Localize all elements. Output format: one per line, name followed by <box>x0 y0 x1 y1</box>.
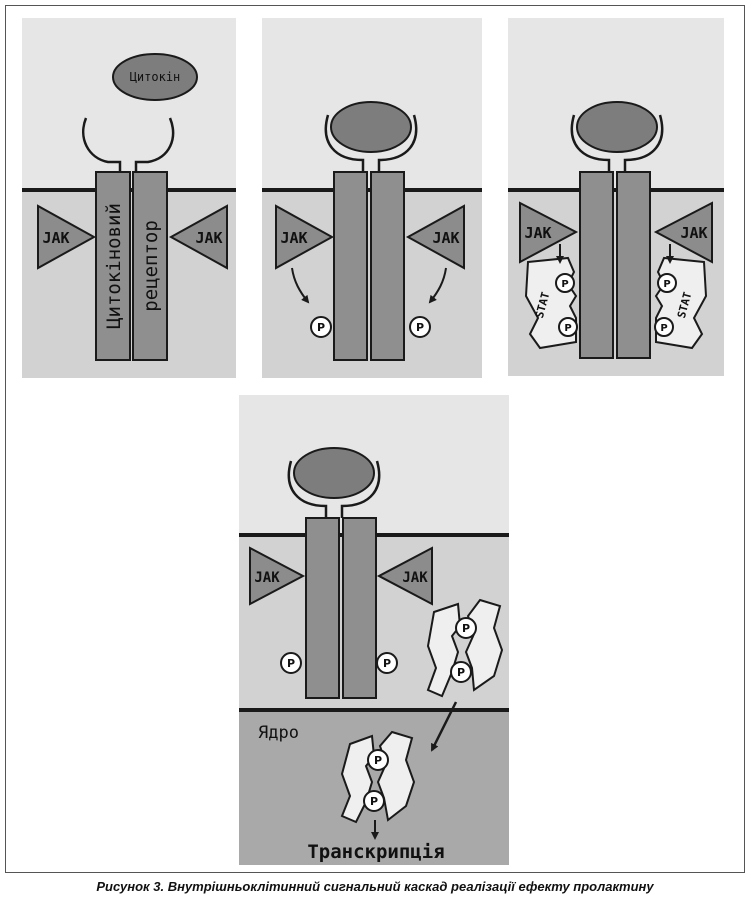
panel-4-dimer-phosphate-1 <box>455 617 477 639</box>
figure-caption: Рисунок 3. Внутрішньоклітинний сигнальни… <box>96 879 654 894</box>
jak-stat-diagram: Цитокін Цитокіновий рецептор JAK JAK JAK… <box>22 18 724 865</box>
panel-2-receptor-right <box>370 171 405 361</box>
panel-2-jak-left-label: JAK <box>280 229 307 247</box>
panel-1-receptor-left <box>95 171 131 361</box>
panel-1-receptor-arm-right <box>134 117 175 172</box>
panel-4-dimer-phosphate-2 <box>450 661 472 683</box>
panel-1-jak-left-label: JAK <box>42 229 69 247</box>
panel-1-extracellular <box>22 18 236 190</box>
panel-2-jak-left <box>275 204 335 270</box>
panel-1-jak-right <box>168 204 228 270</box>
panel-4-jak-left-label: JAK <box>254 570 280 586</box>
panel-4-cytokine <box>293 447 375 499</box>
panel-3-cytokine <box>576 101 658 153</box>
panel-4-phosphate-left-label: P <box>287 657 295 670</box>
panel-4-phosphate-right-label: P <box>383 657 391 670</box>
panel-3-receptor-right <box>616 171 651 359</box>
panel-2-arrow-right <box>428 267 447 304</box>
panel-3-phosphate-left-1-label: P <box>561 279 568 290</box>
panel-4-nuclear-phosphate-2-label: P <box>370 795 378 808</box>
panel-1-receptor-arm-left <box>81 117 122 172</box>
panel-4-receptor-right <box>342 517 377 699</box>
panel-3-phosphate-left-2 <box>558 317 578 337</box>
panel-3-phosphate-right-1 <box>657 273 677 293</box>
panel-1-receptor-right <box>132 171 168 361</box>
panel-3-receptor-left <box>579 171 614 359</box>
panel-3-phosphate-right-2-label: P <box>660 323 667 334</box>
panel-2-jak-right <box>405 204 465 270</box>
panel-3-jak-right-label: JAK <box>680 224 707 242</box>
transcription-label: Транскрипція <box>307 841 444 863</box>
panel-4-jak-left <box>249 546 306 606</box>
panel-1-jak-left <box>37 204 97 270</box>
panel-3-phosphate-right-1-label: P <box>663 279 670 290</box>
panel-2: JAK JAK P P <box>262 18 482 378</box>
figure-frame <box>5 5 745 873</box>
panel-4-extracellular <box>239 395 509 535</box>
panel-4-receptor-arm-left <box>287 460 328 518</box>
panel-3-receptor-arm-right <box>623 114 664 172</box>
panel-3-phosphate-left-2-label: P <box>564 323 571 334</box>
panel-2-receptor-arm-left <box>324 114 365 172</box>
panel-4-jak-right-label: JAK <box>402 570 428 586</box>
panel-1: Цитокін Цитокіновий рецептор JAK JAK <box>22 18 236 378</box>
panel-3-phosphate-right-2 <box>654 317 674 337</box>
panel-2-receptor-left <box>333 171 368 361</box>
panel-3-receptor-arm-left <box>570 114 611 172</box>
panel-2-arrow-left <box>291 267 310 304</box>
panel-4: JAK JAK P P P P Ядро P P Транскрипція <box>239 395 509 865</box>
receptor-label-left: Цитокіновий <box>103 203 125 329</box>
receptor-label-right: рецептор <box>140 220 162 312</box>
panel-4-arrow-to-nucleus <box>430 701 458 752</box>
panel-3: JAK JAK STAT P P STAT P P <box>508 18 724 376</box>
panel-2-phosphate-left-label: P <box>317 321 325 334</box>
panel-2-receptor-arm-right <box>377 114 418 172</box>
panel-4-phosphate-right <box>376 652 398 674</box>
panel-2-jak-right-label: JAK <box>432 229 459 247</box>
panel-1-jak-right-label: JAK <box>195 229 222 247</box>
nucleus-label: Ядро <box>258 723 299 743</box>
panel-3-jak-right <box>653 201 713 264</box>
panel-4-dimer-phosphate-2-label: P <box>457 666 465 679</box>
panel-4-nuclear-phosphate-2 <box>363 790 385 812</box>
panel-2-cytokine <box>330 101 412 153</box>
panel-3-phosphate-left-1 <box>555 273 575 293</box>
panel-3-jak-left-label: JAK <box>524 224 551 242</box>
panel-4-receptor-left <box>305 517 340 699</box>
panel-4-nuclear-phosphate-1 <box>367 749 389 771</box>
panel-4-dimer-phosphate-1-label: P <box>462 622 470 635</box>
panel-4-phosphate-left <box>280 652 302 674</box>
panel-2-phosphate-right-label: P <box>416 321 424 334</box>
panel-1-cytokine-label: Цитокін <box>130 70 181 84</box>
panel-3-jak-left <box>519 201 579 264</box>
panel-2-phosphate-left <box>310 316 332 338</box>
panel-1-cytokine <box>112 53 198 101</box>
panel-2-phosphate-right <box>409 316 431 338</box>
panel-4-jak-right <box>376 546 433 606</box>
panel-4-nuclear-phosphate-1-label: P <box>374 754 382 767</box>
panel-4-receptor-arm-right <box>340 460 381 518</box>
